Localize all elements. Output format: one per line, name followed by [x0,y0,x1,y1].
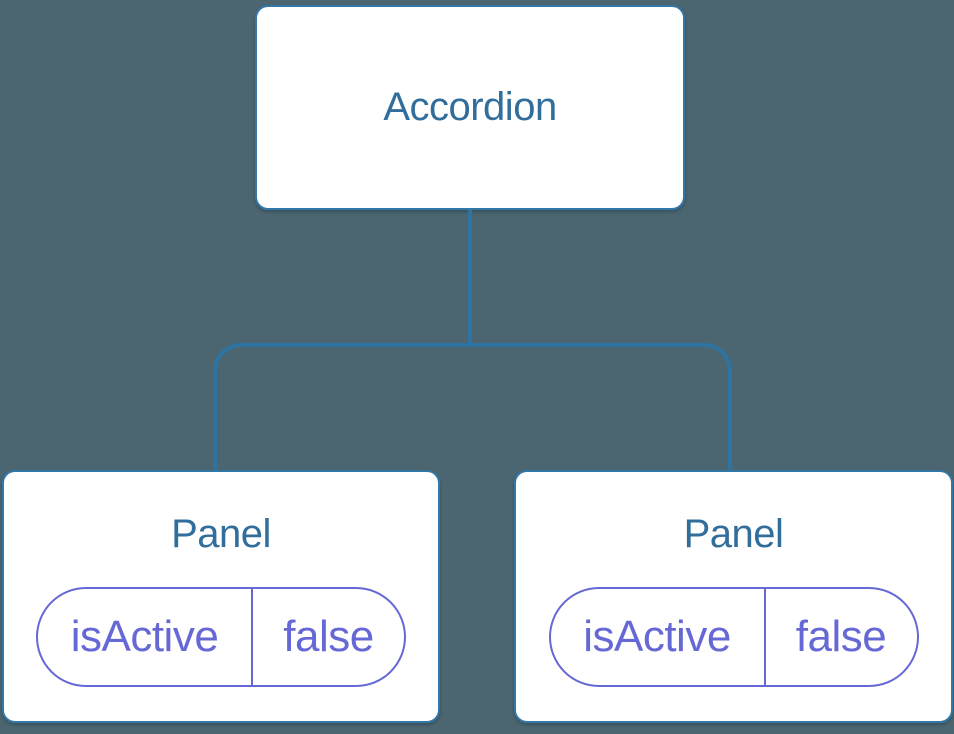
state-key-cell: isActive [551,589,764,685]
panel-node-left: Panel isActive false [2,470,440,723]
state-key-label: isActive [583,612,731,661]
state-value-cell: false [766,589,917,685]
connector-stem-line [468,210,472,345]
accordion-node-label: Accordion [383,85,557,129]
accordion-node: Accordion [255,5,685,210]
panel-node-right: Panel isActive false [514,470,953,723]
panel-node-label: Panel [171,512,271,556]
state-divider [251,589,253,685]
state-pill: isActive false [548,587,919,687]
state-value-cell: false [253,589,404,685]
state-value-label: false [283,612,374,661]
state-divider [763,589,766,685]
state-key-label: isActive [70,612,219,661]
state-pill: isActive false [36,587,406,687]
panel-node-label: Panel [683,512,784,556]
connector-branch-bracket [213,343,732,470]
state-key-cell: isActive [38,589,251,685]
state-value-label: false [795,612,887,661]
